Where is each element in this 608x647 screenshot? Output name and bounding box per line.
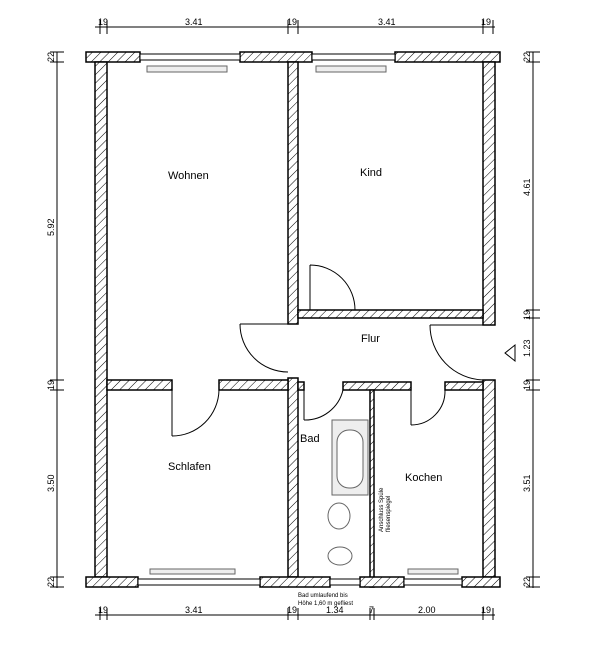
dim-label: 3.41 xyxy=(185,17,203,27)
dim-label: 19 xyxy=(98,17,108,27)
dim-label: 3.41 xyxy=(185,605,203,615)
walls xyxy=(85,51,501,588)
dimension-left: 22 5.92 19 3.50 22 xyxy=(46,51,64,588)
dim-label: 19 xyxy=(46,380,56,390)
toilet xyxy=(327,546,353,566)
kitchen-note-line1: Anschluss Spüle xyxy=(379,487,385,532)
dim-label: 19 xyxy=(522,310,532,320)
room-label-schlafen: Schlafen xyxy=(168,461,211,473)
sink xyxy=(327,502,351,530)
dim-label: 22 xyxy=(46,577,56,587)
room-label-kind: Kind xyxy=(360,167,382,179)
dim-label: 22 xyxy=(46,52,56,62)
window-bad xyxy=(329,578,361,586)
dim-label: 19 xyxy=(287,605,297,615)
doors xyxy=(171,264,516,437)
dim-label: 2.00 xyxy=(418,605,436,615)
bathtub xyxy=(331,419,369,496)
dim-label: 19 xyxy=(481,605,491,615)
dim-label: 5.92 xyxy=(46,218,56,236)
dim-label: 22 xyxy=(522,577,532,587)
dim-label: 1.34 xyxy=(326,605,344,615)
room-label-wohnen: Wohnen xyxy=(168,170,209,182)
window-wohnen xyxy=(139,53,241,73)
room-label-kochen: Kochen xyxy=(405,472,442,484)
dimension-bottom: 19 3.41 19 1.34 7 2.00 19 xyxy=(95,605,495,620)
dim-label: 4.61 xyxy=(522,178,532,196)
dim-label: 19 xyxy=(481,17,491,27)
dim-label: 3.50 xyxy=(46,474,56,492)
bad-note-line1: Bad umlaufend bis xyxy=(298,593,348,599)
dimension-top: 19 3.41 19 3.41 19 xyxy=(95,17,495,34)
dim-label: 19 xyxy=(287,17,297,27)
dim-label: 1.23 xyxy=(522,339,532,357)
dim-label: 3.41 xyxy=(378,17,396,27)
room-label-bad: Bad xyxy=(300,433,320,445)
dimension-right: 22 4.61 19 1.23 19 3.51 22 xyxy=(522,51,540,588)
bad-note-line2: Höhe 1,60 m gefliest xyxy=(298,601,353,607)
dim-label: 19 xyxy=(98,605,108,615)
dim-label: 7 xyxy=(369,605,374,615)
window-kochen xyxy=(403,568,463,586)
dim-label: 19 xyxy=(522,380,532,390)
window-schlafen xyxy=(137,568,261,586)
window-kind xyxy=(311,53,396,73)
dim-label: 22 xyxy=(522,52,532,62)
room-label-flur: Flur xyxy=(361,333,380,345)
dim-label: 3.51 xyxy=(522,474,532,492)
kitchen-note-line2: fliesenspiegel xyxy=(386,496,392,532)
